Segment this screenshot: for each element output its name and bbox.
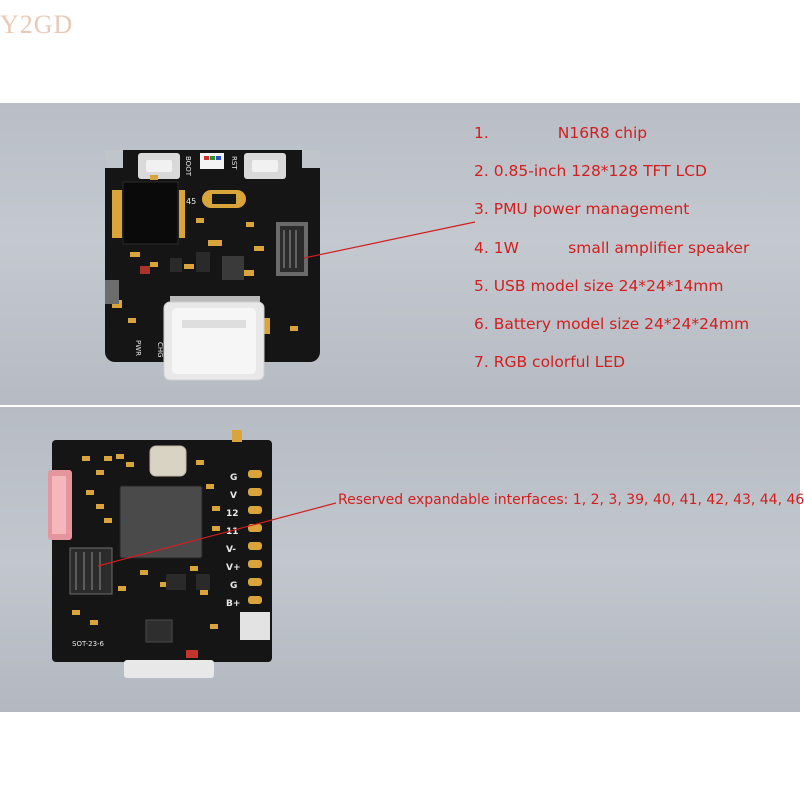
bottom-circuit-board: G V 12 11 V- V+ G B+ SOT-23-6: [48, 430, 337, 678]
usb-c-port: [163, 296, 265, 381]
pin-label-vplus: V+: [226, 563, 241, 573]
header-pads: [248, 470, 262, 604]
pin-label-vminus: V-: [226, 545, 236, 555]
sot23-ic: [145, 619, 173, 643]
pin-label-bplus: B+: [226, 599, 240, 609]
pointer-line-bottom: [97, 502, 337, 567]
pin-label-v: V: [230, 491, 237, 501]
top-circuit-board: BOOT RST 45: [105, 150, 476, 381]
boot-label: BOOT: [184, 156, 192, 177]
pin45-label: 45: [186, 197, 196, 206]
feature-3: 3. PMU power management: [474, 200, 690, 218]
boot-button: [138, 153, 180, 179]
main-soc-chip: [119, 485, 203, 559]
feature-4: 4. 1W small amplifier speaker: [474, 239, 750, 257]
sot-label: SOT-23-6: [72, 640, 105, 648]
reserved-interfaces-caption: Reserved expandable interfaces: 1, 2, 3,…: [338, 492, 804, 508]
pin-label-11: 11: [226, 527, 239, 537]
rgb-led: [200, 153, 224, 169]
pin-label-g1: G: [230, 473, 237, 483]
feature-1: 1. N16R8 chip: [474, 124, 648, 142]
pin-label-12: 12: [226, 509, 239, 519]
feature-6: 6. Battery model size 24*24*24mm: [474, 315, 750, 333]
pointer-line-top: [303, 221, 476, 259]
pin-label-g2: G: [230, 581, 237, 591]
feature-5: 5. USB model size 24*24*14mm: [474, 277, 724, 295]
feature-2: 2. 0.85-inch 128*128 TFT LCD: [474, 162, 707, 180]
rst-button: [244, 153, 286, 179]
chg-label: CHG: [156, 342, 164, 358]
pwr-label: PWR: [134, 340, 142, 356]
watermark-text: Y2GD: [0, 10, 74, 39]
rst-label: RST: [230, 156, 238, 170]
feature-7: 7. RGB colorful LED: [474, 353, 626, 371]
flash-chip: [122, 181, 179, 245]
